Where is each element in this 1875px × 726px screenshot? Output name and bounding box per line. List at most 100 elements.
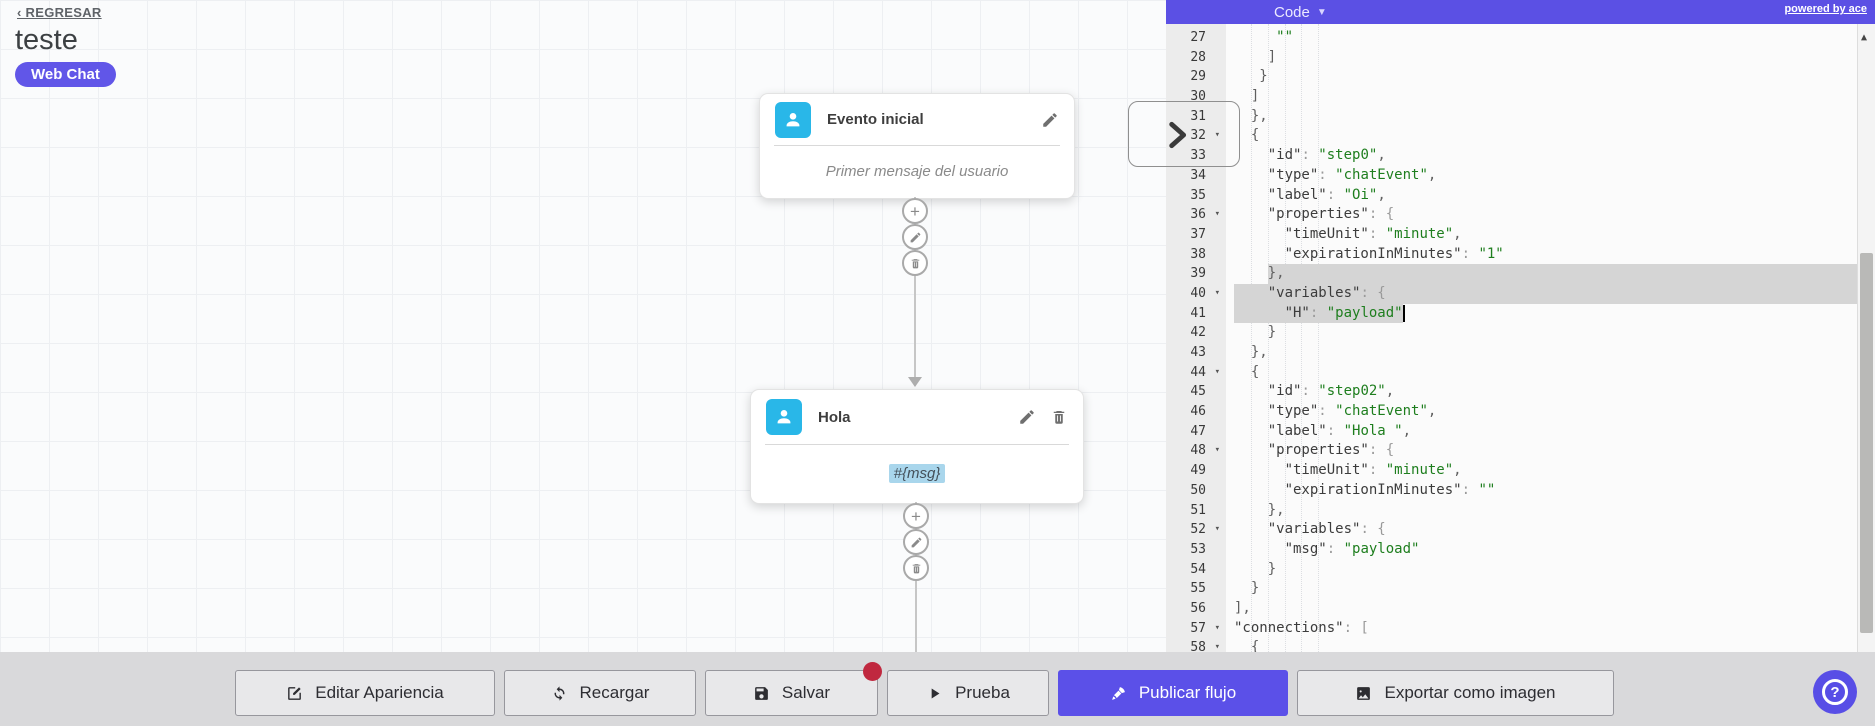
- code-line[interactable]: "": [1276, 29, 1294, 45]
- powered-by-ace-link[interactable]: powered by ace: [1784, 3, 1867, 15]
- panel-collapse-toggle[interactable]: [1128, 101, 1240, 167]
- gutter-line-number: 52▾: [1166, 520, 1226, 540]
- fold-arrow-icon[interactable]: ▾: [1214, 130, 1220, 141]
- trash-icon: [911, 258, 919, 268]
- gutter-line-number: 43: [1190, 345, 1206, 360]
- node-divider: [765, 444, 1069, 445]
- user-icon: [766, 399, 802, 435]
- question-mark-icon: ?: [1822, 679, 1848, 705]
- publish-flow-button[interactable]: Publicar flujo: [1058, 670, 1288, 716]
- delete-connection-button[interactable]: [902, 250, 928, 276]
- gutter-line-number: 27: [1190, 30, 1206, 45]
- code-line[interactable]: "label": "Hola ",: [1267, 422, 1412, 439]
- gutter-line-number: 44▾: [1166, 363, 1226, 383]
- selection-highlight: [1234, 303, 1403, 324]
- fold-arrow-icon[interactable]: ▾: [1214, 366, 1220, 377]
- play-icon: [931, 688, 940, 698]
- node-hola[interactable]: Hola #{msg}: [750, 389, 1084, 504]
- code-line[interactable]: },: [1234, 344, 1268, 360]
- variable-chip: #{msg}: [888, 463, 946, 483]
- gutter-line-number: 53: [1190, 541, 1206, 557]
- code-line[interactable]: "properties": {: [1267, 206, 1395, 223]
- code-line[interactable]: "connections": [: [1234, 619, 1369, 636]
- fold-arrow-icon[interactable]: ▾: [1214, 524, 1220, 535]
- add-step-button[interactable]: +: [902, 198, 928, 224]
- code-line[interactable]: }: [1234, 580, 1260, 597]
- code-line[interactable]: },: [1234, 107, 1268, 124]
- gutter-line-number: 57▾: [1166, 619, 1226, 639]
- test-button[interactable]: Prueba: [887, 670, 1049, 716]
- code-line[interactable]: "type": "chatEvent",: [1267, 403, 1437, 420]
- fold-arrow-icon[interactable]: ▾: [1214, 642, 1220, 652]
- code-line[interactable]: {: [1234, 363, 1260, 380]
- code-line[interactable]: "expirationInMinutes": "1": [1284, 245, 1504, 262]
- flow-title: teste: [15, 24, 78, 56]
- gutter-line-number: 40▾: [1166, 284, 1226, 304]
- code-line[interactable]: {: [1234, 127, 1260, 144]
- code-header: Code ▼ powered by ace: [1166, 0, 1875, 24]
- channel-badge: Web Chat: [15, 62, 116, 87]
- code-line[interactable]: "expirationInMinutes": "": [1284, 481, 1496, 498]
- edit-connection-button[interactable]: [902, 224, 928, 250]
- edit-node-icon[interactable]: [1041, 111, 1059, 129]
- save-button[interactable]: Salvar: [705, 662, 882, 716]
- code-line[interactable]: "variables": {: [1226, 283, 1857, 304]
- selection-highlight: [1234, 283, 1857, 304]
- gutter-line-number: 28: [1190, 49, 1206, 65]
- code-line[interactable]: "timeUnit": "minute",: [1284, 462, 1462, 479]
- mode-select-dropdown[interactable]: Code ▼: [1274, 0, 1327, 24]
- indent-guide: [1267, 24, 1269, 652]
- fold-arrow-icon[interactable]: ▾: [1214, 445, 1220, 456]
- delete-connection-button[interactable]: [903, 555, 929, 581]
- editor-code-area[interactable]: "" ] } ] }, { "id": "step0", "type": "ch…: [1226, 24, 1857, 652]
- gutter-line-number: 47: [1190, 423, 1206, 439]
- gutter-line-number: 39: [1190, 266, 1206, 282]
- gutter-line-number: 42: [1190, 325, 1206, 341]
- code-line[interactable]: "id": "step02",: [1267, 383, 1395, 400]
- code-line[interactable]: "type": "chatEvent",: [1267, 166, 1437, 183]
- gutter-line-number: 48▾: [1166, 441, 1226, 461]
- code-line[interactable]: ]: [1234, 88, 1260, 105]
- code-line[interactable]: }: [1234, 560, 1277, 577]
- editor-scrollbar[interactable]: ▲: [1857, 24, 1875, 652]
- export-image-button[interactable]: Exportar como imagen: [1297, 670, 1614, 716]
- scroll-up-icon[interactable]: ▲: [1861, 32, 1868, 43]
- node-evento-inicial[interactable]: Evento inicial Primer mensaje del usuari…: [759, 93, 1075, 199]
- code-line[interactable]: },: [1226, 264, 1857, 284]
- scrollbar-thumb[interactable]: [1860, 253, 1873, 633]
- reload-button[interactable]: Recargar: [504, 670, 696, 716]
- mode-select-label: Code: [1274, 3, 1310, 21]
- edit-node-icon[interactable]: [1018, 408, 1036, 426]
- fold-arrow-icon[interactable]: ▾: [1214, 287, 1220, 298]
- code-line[interactable]: "label": "Oi",: [1267, 186, 1386, 203]
- code-line[interactable]: }: [1234, 324, 1277, 341]
- fold-arrow-icon[interactable]: ▾: [1214, 209, 1220, 220]
- user-icon: [775, 101, 811, 138]
- code-line[interactable]: {: [1234, 639, 1260, 652]
- button-label: Exportar como imagen: [1384, 683, 1556, 702]
- node-divider: [774, 145, 1060, 146]
- gutter-line-number: 31: [1190, 108, 1206, 124]
- add-step-button[interactable]: +: [903, 503, 929, 529]
- code-line[interactable]: ],: [1234, 599, 1251, 616]
- code-line[interactable]: "timeUnit": "minute",: [1284, 225, 1462, 242]
- back-link[interactable]: ‹ REGRESAR: [17, 5, 102, 20]
- code-line[interactable]: "H": "payload": [1226, 303, 1857, 324]
- button-label: Publicar flujo: [1138, 683, 1237, 702]
- code-line[interactable]: "id": "step0",: [1267, 147, 1386, 164]
- code-line[interactable]: "properties": {: [1267, 442, 1395, 459]
- fold-arrow-icon[interactable]: ▾: [1214, 622, 1220, 633]
- code-line[interactable]: ]: [1234, 48, 1277, 65]
- help-button[interactable]: ?: [1813, 670, 1857, 714]
- connector-line: [914, 197, 916, 377]
- code-line[interactable]: },: [1234, 501, 1285, 518]
- code-line[interactable]: "variables": {: [1267, 521, 1386, 538]
- edit-appearance-button[interactable]: Editar Apariencia: [235, 670, 495, 716]
- code-line[interactable]: }: [1234, 68, 1268, 85]
- delete-node-icon[interactable]: [1050, 408, 1068, 426]
- gutter-line-number: 34: [1190, 167, 1206, 183]
- button-label: Recargar: [579, 683, 650, 702]
- code-line[interactable]: "msg": "payload": [1284, 540, 1420, 557]
- edit-connection-button[interactable]: [903, 529, 929, 555]
